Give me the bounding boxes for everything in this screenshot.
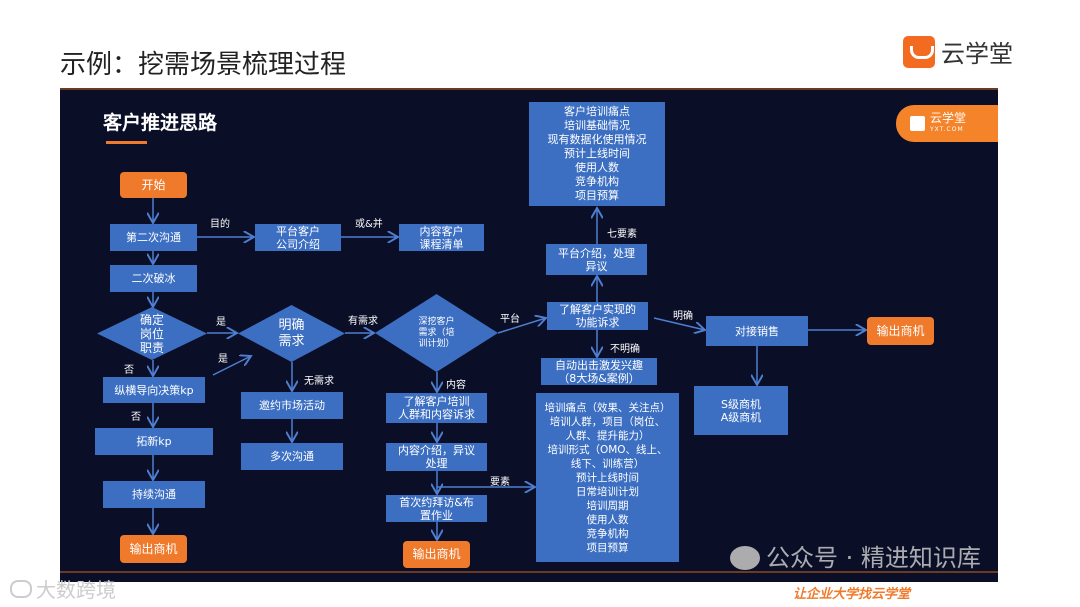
decision-text: 确定 岗位 职责: [139, 312, 164, 355]
dig-need-decision: 深挖客户 需求（培 训计划）: [375, 294, 498, 372]
watermark: 公众号 · 精进知识库: [730, 544, 981, 572]
elements-detail-node: 培训痛点（效果、关注点） 培训人群，项目（岗位、 人群、提升能力） 培训形式（O…: [536, 393, 679, 562]
logo-icon: [910, 116, 925, 131]
first-visit-node: 首次约拜访&布 置作业: [386, 495, 487, 522]
confirm-role-decision: 确定 岗位 职责: [97, 307, 207, 360]
label-yes-1: 是: [216, 317, 226, 328]
label-unclear: 不明确: [610, 344, 640, 355]
brand-name: 云学堂: [941, 40, 1013, 68]
slide-title: 客户推进思路: [103, 112, 218, 134]
platform-intro-node: 平台客户 公司介绍: [255, 224, 341, 251]
label-has-need: 有需求: [348, 316, 378, 327]
brand-icon: [903, 35, 935, 68]
func-need-node: 了解客户实现的 功能诉求: [547, 302, 648, 330]
title-underline: [106, 141, 147, 144]
multi-talk-node: 多次沟通: [241, 443, 343, 470]
wechat-icon: [730, 546, 760, 570]
logo-sub: YXT.COM: [930, 125, 964, 133]
label-no-need: 无需求: [304, 376, 334, 387]
corner-text: 大数跨境: [36, 578, 116, 602]
corner-watermark: 大数跨境: [10, 574, 116, 603]
output-node-1: 输出商机: [120, 535, 187, 563]
new-kp-node: 拓新kp: [95, 428, 213, 455]
platform-objection-node: 平台介绍，处理 异议: [546, 244, 647, 275]
output-node-3: 输出商机: [867, 317, 934, 345]
divider: [60, 571, 998, 573]
seven-elements-node: 客户培训痛点 培训基础情况 现有数据化使用情况 预计上线时间 使用人数 竞争机构…: [529, 102, 665, 206]
connect-sales-node: 对接销售: [706, 316, 808, 346]
content-intro-node: 内容介绍，异议 处理: [386, 443, 487, 471]
label-or-and: 或&并: [355, 219, 383, 230]
content-list-node: 内容客户 课程清单: [399, 224, 484, 251]
auto-outreach-node: 自动出击激发兴趣 （8大场&案例）: [541, 358, 657, 385]
logo-name: 云学堂: [930, 110, 967, 125]
label-yes-2: 是: [218, 354, 228, 365]
label-seven: 七要素: [607, 229, 637, 240]
label-purpose: 目的: [210, 219, 230, 230]
page-title: 示例：挖需场景梳理过程: [60, 50, 347, 80]
kp-decision-node: 纵横导向决策kp: [103, 377, 205, 403]
levels-node: S级商机 A级商机: [694, 386, 788, 435]
learn-content-node: 了解客户培训 人群和内容诉求: [386, 393, 487, 423]
second-talk-node: 第二次沟通: [110, 224, 197, 251]
label-elements: 要素: [490, 477, 510, 488]
brand-logo: 云学堂: [903, 34, 1013, 69]
decision-text: 明确 需求: [278, 317, 305, 349]
invite-event-node: 邀约市场活动: [241, 392, 343, 419]
corner-logo-icon: [10, 579, 32, 598]
start-node: 开始: [120, 172, 187, 198]
slide-slogan: 让企业大学找云学堂: [793, 587, 911, 602]
keep-talk-node: 持续沟通: [103, 481, 205, 508]
icebreak-node: 二次破冰: [110, 265, 197, 292]
label-content: 内容: [446, 380, 466, 391]
label-clear: 明确: [673, 311, 693, 322]
watermark-text: 公众号 · 精进知识库: [766, 544, 981, 572]
label-platform: 平台: [500, 314, 520, 325]
output-node-2: 输出商机: [403, 541, 470, 568]
label-no-1: 否: [124, 365, 134, 376]
label-no-2: 否: [131, 412, 141, 423]
decision-text: 深挖客户 需求（培 训计划）: [418, 316, 455, 349]
clear-need-decision: 明确 需求: [238, 305, 345, 362]
